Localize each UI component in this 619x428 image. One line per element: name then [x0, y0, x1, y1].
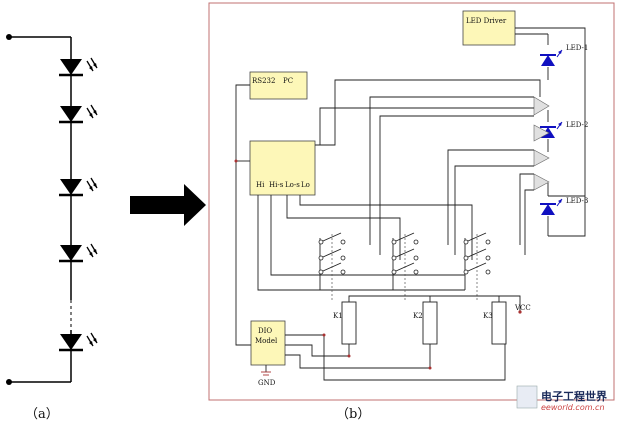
terminal-bottom	[6, 379, 12, 385]
connector-3	[533, 149, 550, 167]
hi-label: Hi	[256, 181, 265, 189]
rs232-label: RS232	[252, 77, 275, 85]
k2-label: K2	[413, 312, 423, 320]
led-1-label: LED-1	[566, 44, 588, 52]
led-2-label: LED-2	[566, 121, 588, 129]
frame-b	[208, 2, 615, 401]
led-3	[539, 198, 563, 216]
lo-label: Lo	[301, 181, 310, 189]
relay-switches-k1	[318, 232, 346, 300]
dio-label-1: DIO	[258, 327, 272, 335]
led-string-a	[6, 34, 99, 385]
gnd-symbol	[261, 365, 271, 376]
gnd-label: GND	[258, 379, 276, 387]
relay-switches-k3	[463, 232, 491, 300]
connector-1	[533, 96, 550, 116]
watermark-url: eeworld.com.cn	[541, 403, 605, 412]
meter-block	[249, 140, 316, 196]
dio-block	[250, 320, 286, 366]
relay-coil-k3	[491, 301, 507, 345]
vcc-label: VCC	[514, 304, 531, 312]
pc-label: PC	[283, 77, 293, 85]
led-1	[539, 49, 563, 67]
watermark-brand: 电子工程世界	[541, 389, 607, 403]
leds-b: LED-1 LED-2 LED-3	[539, 34, 588, 236]
led-3-label: LED-3	[566, 197, 588, 205]
watermark: 电子工程世界 eeworld.com.cn	[516, 385, 607, 412]
watermark-logo-icon	[516, 385, 538, 409]
caption-a: （a）	[25, 407, 59, 422]
connector-4	[533, 173, 550, 191]
relay-coil-k1	[341, 301, 357, 345]
led-a-5	[57, 331, 99, 352]
arrow-icon	[130, 184, 206, 226]
led-a-2	[57, 103, 99, 124]
hi-sense-label: Hi-s	[269, 181, 284, 189]
led-driver-label: LED Driver	[466, 17, 507, 25]
led-a-3	[57, 176, 99, 197]
rail-left	[235, 84, 251, 346]
k1-label: K1	[333, 312, 343, 320]
led-a-1	[57, 56, 99, 77]
k3-label: K3	[483, 312, 493, 320]
dio-label-2: Model	[255, 337, 278, 345]
rs232-block	[249, 71, 308, 100]
connector-2	[533, 124, 550, 142]
led-a-4	[57, 242, 99, 263]
lo-sense-label: Lo-s	[285, 181, 300, 189]
caption-b: （b）	[336, 407, 370, 422]
relay-coil-k2	[422, 301, 438, 345]
relay-switches-k2	[391, 232, 419, 300]
driver-rail	[515, 27, 586, 237]
